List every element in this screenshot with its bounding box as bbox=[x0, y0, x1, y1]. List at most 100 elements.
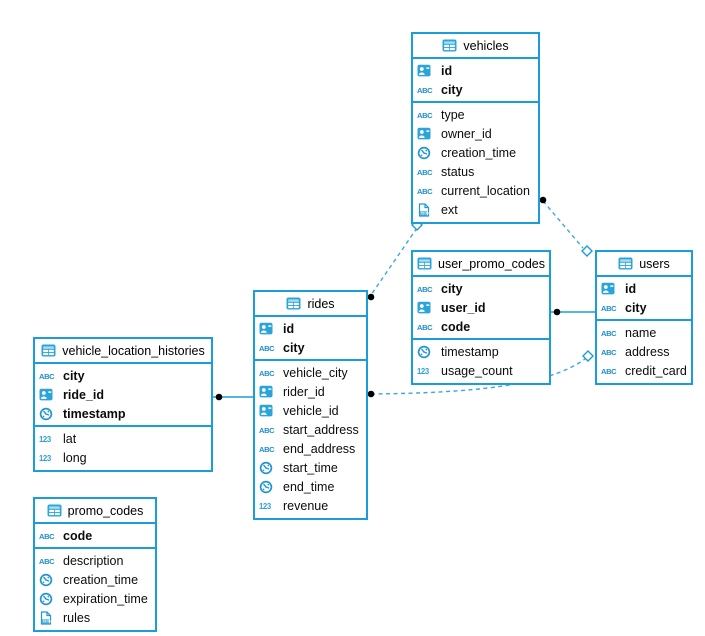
relationship-diamond-marker bbox=[582, 350, 594, 362]
column-id[interactable]: id bbox=[597, 279, 691, 298]
column-code[interactable]: ABC code bbox=[413, 317, 549, 336]
column-timestamp[interactable]: timestamp bbox=[35, 404, 211, 423]
relationship-dot-marker bbox=[367, 390, 375, 398]
column-rider_id[interactable]: rider_id bbox=[255, 382, 366, 401]
key-attributes-divider bbox=[255, 359, 366, 361]
column-name-label: ext bbox=[441, 202, 458, 217]
abc-string-icon: ABC bbox=[39, 532, 56, 541]
column-name-label: city bbox=[441, 281, 463, 296]
column-ride_id[interactable]: ride_id bbox=[35, 385, 211, 404]
abc-string-icon: ABC bbox=[39, 372, 56, 381]
relationship-dot-marker bbox=[367, 293, 375, 301]
svg-text:ABC: ABC bbox=[417, 86, 433, 95]
table-header-vehicles[interactable]: vehicles bbox=[413, 34, 538, 59]
column-name-label: type bbox=[441, 107, 465, 122]
id-badge-icon bbox=[39, 388, 53, 401]
svg-text:ABC: ABC bbox=[39, 532, 55, 541]
key-attributes-divider bbox=[35, 547, 155, 549]
table-header-rides[interactable]: rides bbox=[255, 292, 366, 317]
svg-text:123: 123 bbox=[39, 435, 52, 444]
abc-string-icon: ABC bbox=[417, 187, 434, 196]
column-city[interactable]: ABC city bbox=[413, 279, 549, 298]
column-owner_id[interactable]: owner_id bbox=[413, 124, 538, 143]
column-creation_time[interactable]: creation_time bbox=[35, 570, 155, 589]
column-name-label: address bbox=[625, 344, 670, 359]
column-ext[interactable]: JSON ext bbox=[413, 200, 538, 219]
abc-string-icon: ABC bbox=[417, 323, 434, 332]
key-attributes-divider bbox=[35, 425, 211, 427]
column-user_id[interactable]: user_id bbox=[413, 298, 549, 317]
clock-icon bbox=[417, 146, 431, 159]
column-start_time[interactable]: start_time bbox=[255, 458, 366, 477]
table-grid-icon bbox=[41, 344, 56, 357]
column-name-label: code bbox=[441, 319, 471, 334]
svg-text:123: 123 bbox=[417, 367, 430, 376]
column-timestamp[interactable]: timestamp bbox=[413, 342, 549, 361]
clock-icon bbox=[39, 407, 53, 420]
column-name-label: current_location bbox=[441, 183, 530, 198]
table-header-users[interactable]: users bbox=[597, 252, 691, 277]
column-expiration_time[interactable]: expiration_time bbox=[35, 589, 155, 608]
table-header-vehicle_location_histories[interactable]: vehicle_location_histories bbox=[35, 339, 211, 364]
table-header-user_promo_codes[interactable]: user_promo_codes bbox=[413, 252, 549, 277]
column-id[interactable]: id bbox=[255, 319, 366, 338]
svg-text:ABC: ABC bbox=[601, 367, 617, 376]
table-name-label: promo_codes bbox=[67, 503, 144, 518]
svg-text:ABC: ABC bbox=[601, 304, 617, 313]
clock-icon bbox=[259, 480, 273, 493]
clock-icon bbox=[417, 345, 431, 358]
id-badge-icon bbox=[259, 322, 273, 335]
column-name-label: owner_id bbox=[441, 126, 492, 141]
json-document-icon: JSON bbox=[418, 202, 430, 217]
table-grid-icon bbox=[47, 504, 62, 517]
abc-string-icon: ABC bbox=[417, 285, 434, 294]
abc-string-icon: ABC bbox=[417, 168, 434, 177]
column-name-label: timestamp bbox=[63, 406, 126, 421]
column-vehicle_id[interactable]: vehicle_id bbox=[255, 401, 366, 420]
table-header-promo_codes[interactable]: promo_codes bbox=[35, 499, 155, 524]
column-name-label: id bbox=[625, 281, 637, 296]
column-end_time[interactable]: end_time bbox=[255, 477, 366, 496]
abc-string-icon: ABC bbox=[259, 426, 276, 435]
svg-text:JSON: JSON bbox=[420, 211, 430, 215]
abc-string-icon: ABC bbox=[259, 344, 276, 353]
svg-text:ABC: ABC bbox=[39, 557, 55, 566]
number-123-icon: 123 bbox=[39, 435, 52, 444]
svg-text:ABC: ABC bbox=[259, 426, 275, 435]
column-current_location[interactable]: ABC current_location bbox=[413, 181, 538, 200]
column-creation_time[interactable]: creation_time bbox=[413, 143, 538, 162]
column-id[interactable]: id bbox=[413, 61, 538, 80]
column-name-label: expiration_time bbox=[63, 591, 148, 606]
abc-string-icon: ABC bbox=[39, 557, 56, 566]
